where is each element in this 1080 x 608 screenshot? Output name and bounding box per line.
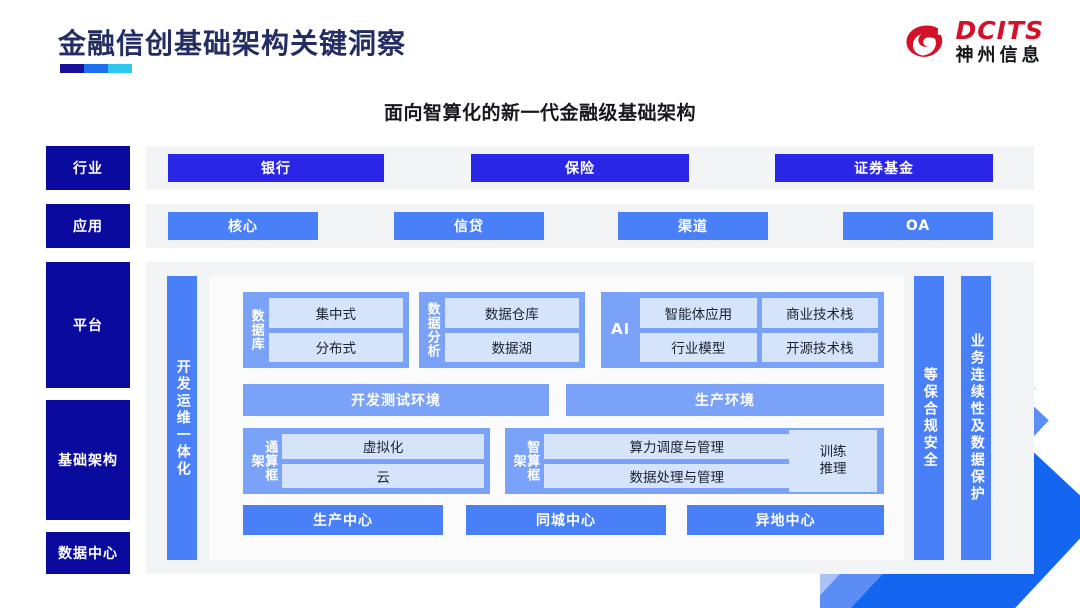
chip-label: OA (905, 218, 931, 234)
industry-chip-insurance[interactable]: 保险 (471, 154, 689, 182)
group-label-general-compute: 通算框架 (248, 440, 278, 482)
datacenter-chip-production[interactable]: 生产中心 (243, 505, 443, 535)
sub-chip-commercial-stack[interactable]: 商业技术栈 (761, 298, 878, 328)
chip-label: 同城中心 (536, 513, 596, 529)
group-items-ai: 智能体应用 商业技术栈 行业模型 开源技术栈 (640, 298, 878, 362)
brand-logo: DCITS 神州信息 (902, 18, 1044, 65)
chip-label: 渠道 (678, 219, 708, 235)
pillar-devops[interactable]: 开发运维一体化 (167, 276, 197, 560)
group-database[interactable]: 数据库 集中式 分布式 (243, 292, 409, 368)
title-accent-bar (60, 64, 132, 73)
rail-item-application[interactable]: 应用 (46, 204, 130, 248)
application-chip-core[interactable]: 核心 (168, 212, 318, 240)
industry-chip-bank[interactable]: 银行 (168, 154, 384, 182)
rail-item-infrastructure[interactable]: 基础架构 (46, 400, 130, 520)
chip-label: 信贷 (454, 219, 484, 235)
group-label-data-analytics: 数据分析 (424, 302, 440, 358)
group-label-ai: AI (611, 320, 631, 339)
sub-chip-opensource-stack[interactable]: 开源技术栈 (761, 332, 878, 362)
sub-chip-compute-scheduling[interactable]: 算力调度与管理 (544, 434, 810, 459)
group-data-analytics[interactable]: 数据分析 数据仓库 数据湖 (419, 292, 585, 368)
pillar-business-continuity[interactable]: 业务连续性及数据保护 (961, 276, 991, 560)
sub-chip-data-warehouse[interactable]: 数据仓库 (444, 298, 579, 328)
sub-chip-industry-model[interactable]: 行业模型 (640, 332, 757, 362)
group-items-general-compute: 虚拟化 云 (282, 434, 484, 488)
rail-label: 应用 (73, 219, 103, 235)
group-items-data-analytics: 数据仓库 数据湖 (444, 298, 579, 362)
chip-label: 保险 (565, 161, 595, 177)
group-items-intelligent-compute: 算力调度与管理 数据处理与管理 (544, 434, 810, 488)
application-chip-channel[interactable]: 渠道 (618, 212, 768, 240)
sub-chip-data-lake[interactable]: 数据湖 (444, 332, 579, 362)
sub-chip-distributed[interactable]: 分布式 (268, 332, 403, 362)
rail-label: 数据中心 (58, 546, 118, 562)
chip-label: 核心 (228, 219, 258, 235)
sub-chip-centralized[interactable]: 集中式 (268, 298, 403, 328)
sub-chip-cloud[interactable]: 云 (282, 463, 484, 488)
tile-line-2: 推理 (819, 461, 847, 477)
pillar-label: 等保合规安全 (921, 367, 938, 469)
rail-item-datacenter[interactable]: 数据中心 (46, 532, 130, 574)
datacenter-chip-same-city[interactable]: 同城中心 (466, 505, 666, 535)
rail-item-industry[interactable]: 行业 (46, 146, 130, 190)
chip-label: 生产中心 (313, 513, 373, 529)
env-label: 生产环境 (695, 393, 755, 409)
rail-item-platform[interactable]: 平台 (46, 262, 130, 388)
page-title: 金融信创基础架构关键洞察 (58, 27, 407, 60)
sub-chip-data-processing[interactable]: 数据处理与管理 (544, 463, 810, 488)
env-bar-production[interactable]: 生产环境 (566, 384, 884, 416)
pillar-label: 开发运维一体化 (174, 358, 191, 478)
page-subtitle: 面向智算化的新一代金融级基础架构 (383, 102, 696, 124)
industry-chip-securities-fund[interactable]: 证券基金 (775, 154, 993, 182)
datacenter-chip-remote[interactable]: 异地中心 (687, 505, 884, 535)
env-bar-dev-test[interactable]: 开发测试环境 (243, 384, 549, 416)
rail-label: 行业 (73, 161, 103, 177)
group-ai[interactable]: AI 智能体应用 商业技术栈 行业模型 开源技术栈 (601, 292, 884, 368)
chip-label: 银行 (261, 161, 291, 177)
chip-label: 证券基金 (854, 161, 914, 177)
chip-label: 异地中心 (755, 513, 816, 529)
logo-text-cn: 神州信息 (955, 45, 1044, 66)
pillar-compliance-security[interactable]: 等保合规安全 (914, 276, 944, 560)
application-chip-credit[interactable]: 信贷 (394, 212, 544, 240)
rail-label: 基础架构 (58, 453, 118, 469)
group-label-intelligent-compute: 智算框架 (510, 440, 540, 482)
sub-chip-agent-application[interactable]: 智能体应用 (640, 298, 757, 328)
tile-line-1: 训练 (819, 444, 847, 461)
rail-label: 平台 (73, 318, 103, 334)
group-items-database: 集中式 分布式 (268, 298, 403, 362)
env-label: 开发测试环境 (351, 393, 441, 409)
logo-text-en: DCITS (955, 16, 1044, 45)
tile-train-infer[interactable]: 训练 推理 (789, 430, 877, 492)
group-label-database: 数据库 (248, 309, 264, 351)
pillar-label: 业务连续性及数据保护 (968, 333, 985, 503)
group-general-compute-framework[interactable]: 通算框架 虚拟化 云 (243, 428, 490, 494)
sub-chip-virtualization[interactable]: 虚拟化 (282, 434, 484, 459)
swirl-logo-icon (906, 25, 942, 57)
application-chip-oa[interactable]: OA (843, 212, 993, 240)
